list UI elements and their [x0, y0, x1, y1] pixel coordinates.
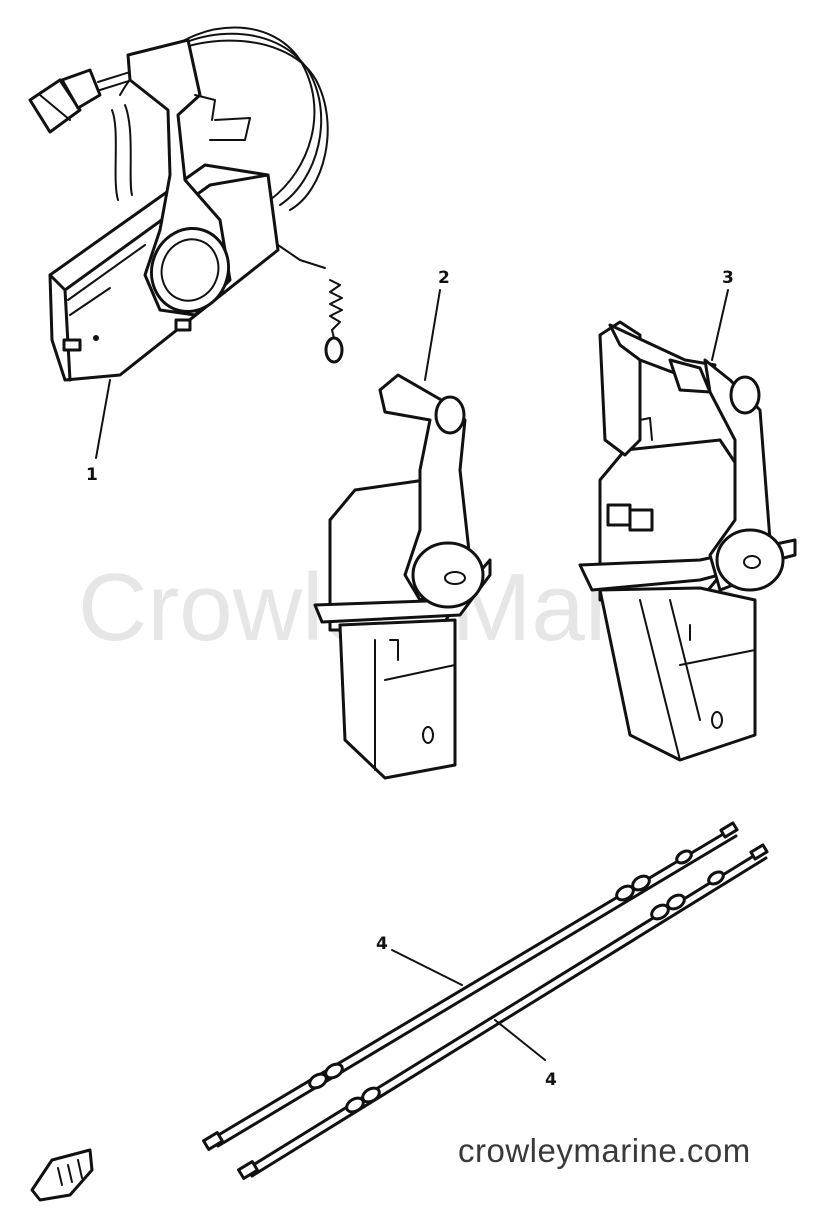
leader-line-2: [424, 289, 441, 381]
leader-line-1: [95, 379, 111, 459]
leader-line-4b: [494, 1019, 546, 1061]
control-cable-upper[interactable]: [202, 821, 739, 1151]
callout-1: 1: [86, 465, 98, 485]
callout-4a: 4: [376, 934, 388, 954]
callout-2: 2: [438, 268, 450, 288]
callout-4b: 4: [545, 1070, 557, 1090]
side-mount-remote-control[interactable]: [28, 26, 344, 382]
single-lever-top-mount-control[interactable]: [313, 373, 492, 780]
dual-lever-top-mount-control[interactable]: [578, 320, 797, 762]
leader-line-3: [711, 289, 729, 361]
callout-3: 3: [722, 268, 734, 288]
leader-line-4a: [391, 949, 463, 986]
small-bracket-part: [30, 1148, 94, 1202]
wiring-plug: [28, 68, 133, 134]
control-cable-lower[interactable]: [237, 843, 769, 1180]
site-url-text: crowleymarine.com: [458, 1132, 751, 1169]
